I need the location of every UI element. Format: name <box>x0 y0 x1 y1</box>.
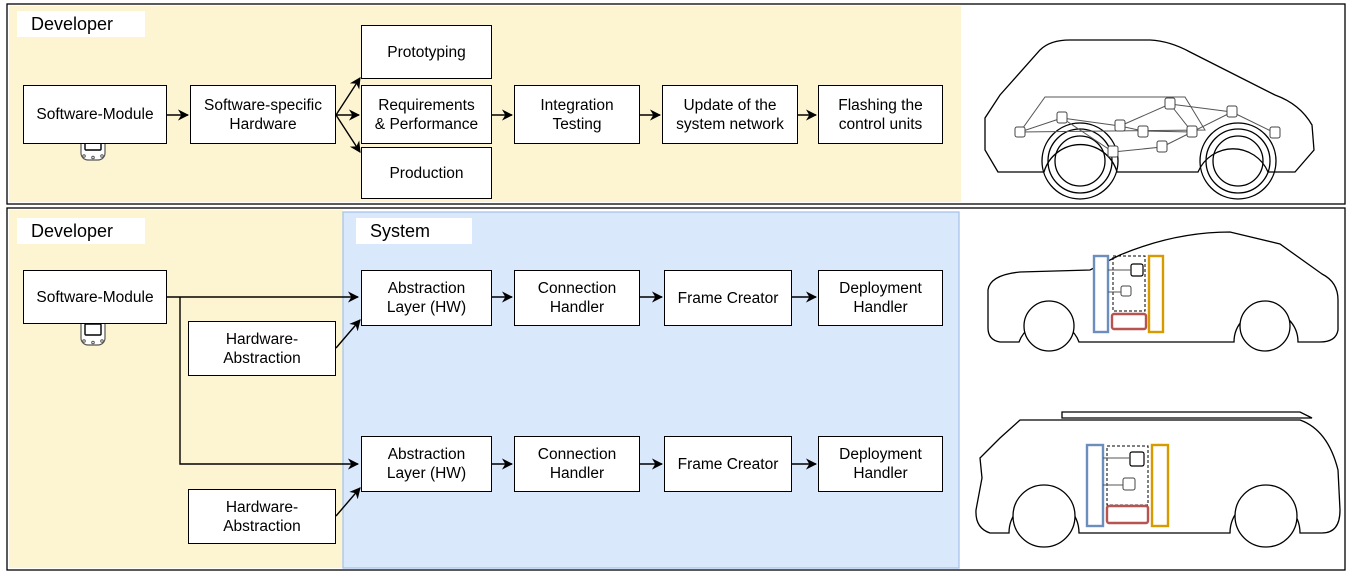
hardware-abstraction-box[interactable]: Hardware- Abstraction <box>188 321 336 376</box>
flashing-box[interactable]: Flashing the control units <box>818 85 943 144</box>
frame-creator-box[interactable]: Frame Creator <box>664 270 792 326</box>
integration-testing-box[interactable]: Integration Testing <box>514 85 640 144</box>
abstraction-layer-box[interactable]: Abstraction Layer (HW) <box>361 436 492 492</box>
system-label: System <box>356 218 472 244</box>
top-developer-label: Developer <box>17 11 145 37</box>
abstraction-layer-box[interactable]: Abstraction Layer (HW) <box>361 270 492 326</box>
system-region <box>342 211 960 569</box>
software-module-box[interactable]: Software-Module <box>23 85 167 144</box>
car-sedan-icon <box>987 231 1339 352</box>
car-suv-icon <box>975 411 1341 548</box>
top-panel-frame <box>6 3 1346 205</box>
frame-creator-box[interactable]: Frame Creator <box>664 436 792 492</box>
hardware-abstraction-box[interactable]: Hardware- Abstraction <box>188 489 336 544</box>
prototyping-box[interactable]: Prototyping <box>361 25 492 79</box>
top-connectors <box>167 77 818 153</box>
deployment-handler-box[interactable]: Deployment Handler <box>818 270 943 326</box>
network-node-icon <box>1014 97 1281 158</box>
car-suv-icon <box>984 39 1315 200</box>
update-network-box[interactable]: Update of the system network <box>662 85 798 144</box>
connection-handler-box[interactable]: Connection Handler <box>514 436 640 492</box>
software-hardware-box[interactable]: Software-specific Hardware <box>190 85 336 144</box>
connection-handler-box[interactable]: Connection Handler <box>514 270 640 326</box>
deployment-handler-box[interactable]: Deployment Handler <box>818 436 943 492</box>
bottom-developer-label: Developer <box>17 218 145 244</box>
bottom-panel-frame <box>6 207 1346 571</box>
bottom-connectors <box>167 291 818 517</box>
production-box[interactable]: Production <box>361 147 492 199</box>
requirements-box[interactable]: Requirements & Performance <box>361 85 492 144</box>
software-module-box[interactable]: Software-Module <box>23 270 167 324</box>
